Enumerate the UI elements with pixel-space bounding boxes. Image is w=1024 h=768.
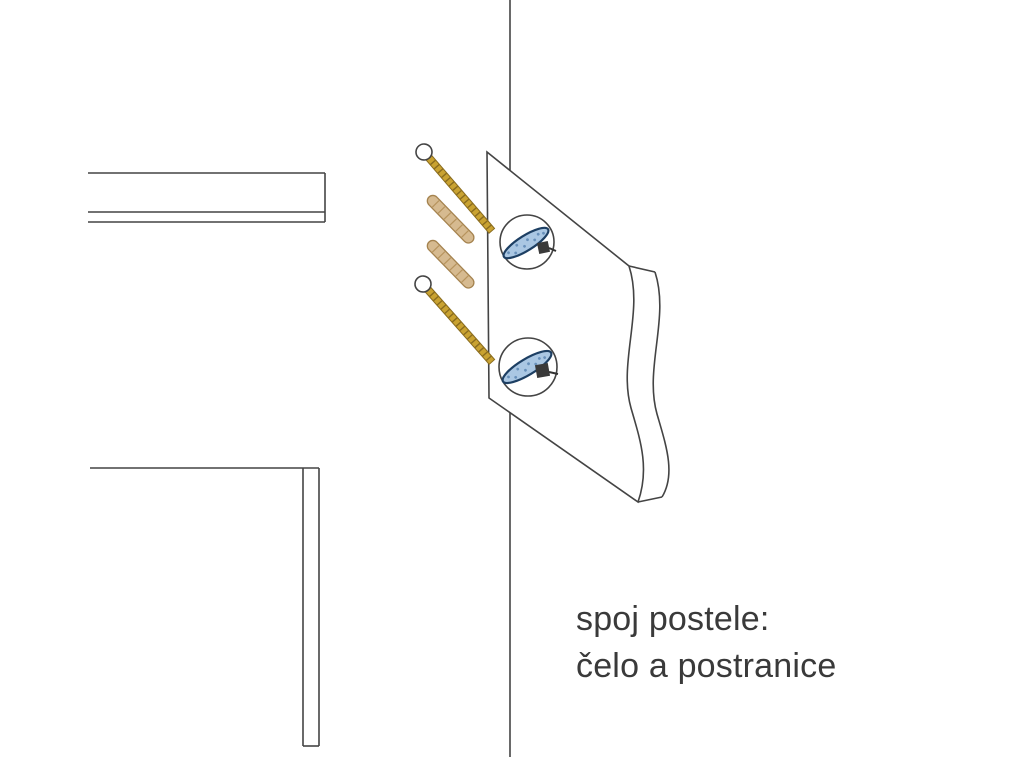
cam-lock-bottom <box>498 337 559 397</box>
panel-thickness-wavy-edge <box>652 271 670 498</box>
cam-lock-top <box>499 214 557 270</box>
side-rail-bottom <box>90 467 320 747</box>
cam-lock-top-speckles <box>507 231 545 255</box>
dowel-lower-body <box>426 239 475 289</box>
cam-lock-top-bolt-tip <box>548 247 557 252</box>
headboard-panel <box>486 150 670 504</box>
cam-lock-bottom-bolt-tip <box>548 371 559 375</box>
cam-lock-bottom-nut <box>534 362 551 379</box>
bolt-bottom-head <box>414 275 432 293</box>
caption-line-1: spoj postele: <box>576 600 770 638</box>
cam-lock-top-disc <box>502 226 550 260</box>
bolt-top-head <box>415 143 433 161</box>
dowel-upper-body <box>426 194 475 244</box>
panel-thickness-bottom-edge <box>637 496 663 503</box>
panel-thickness-top-edge <box>628 265 656 273</box>
dowel-upper <box>426 194 475 244</box>
cam-lock-top-nut <box>536 240 551 255</box>
bolt-bottom <box>414 275 496 365</box>
caption: spoj postele: čelo a postranice <box>576 596 836 690</box>
cam-lock-bottom-speckles <box>507 356 547 379</box>
side-rail-top <box>88 172 326 223</box>
caption-line-2: čelo a postranice <box>576 647 837 685</box>
cam-lock-bottom-disc <box>501 349 553 385</box>
dowel-lower <box>426 239 475 289</box>
bolt-top <box>415 143 496 234</box>
